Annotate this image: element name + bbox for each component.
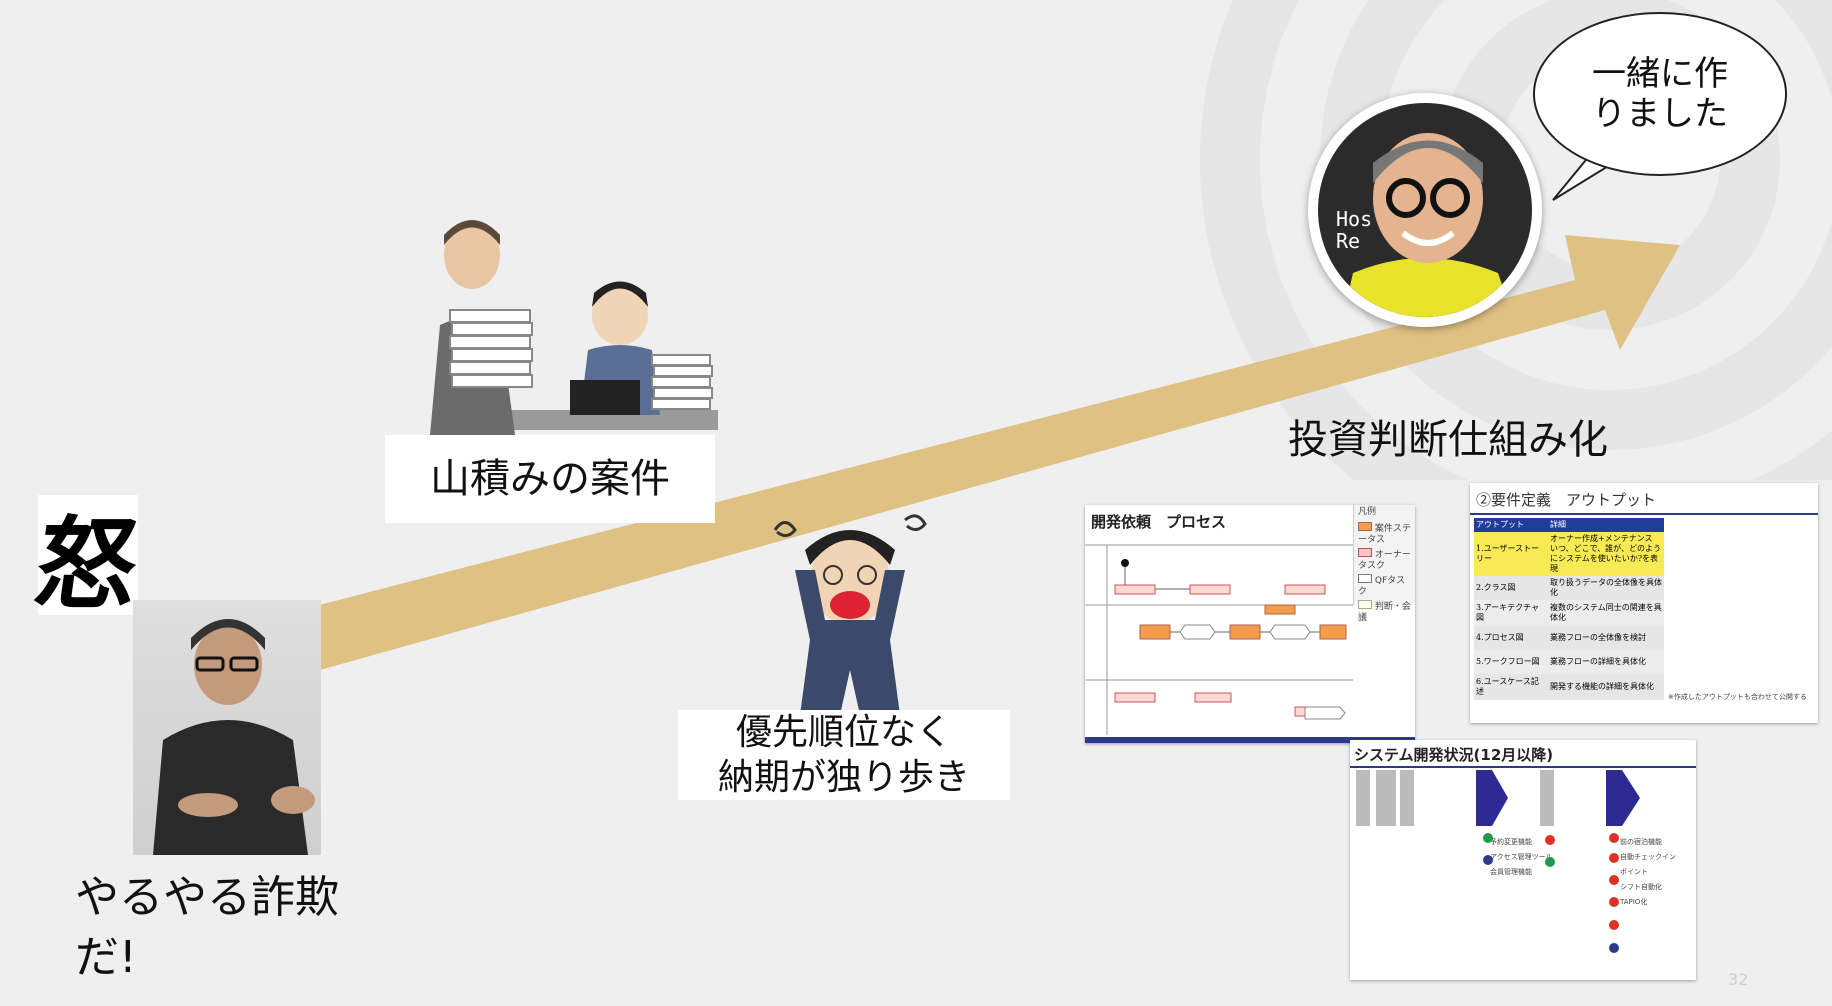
status-columns [1356,770,1640,826]
status-card-title: システム開発状況(12月以降) [1354,746,1554,764]
process-card: 開発依頼 プロセス 凡例 案件ステータス オーナータスク QFタスク 判断・会議 [1085,505,1415,743]
person-photo-right-inner: Hos Re [1318,103,1532,317]
requirements-card: ②要件定義 アウトプット アウトプット詳細 1.ユーザーストーリーオーナー作成+… [1470,483,1818,723]
requirements-table: アウトプット詳細 1.ユーザーストーリーオーナー作成+メンテナンス いつ、どこで… [1474,518,1664,700]
legend-item-3: 判断・会議 [1358,600,1411,623]
requirements-card-title: ②要件定義 アウトプット [1476,491,1657,509]
yamazumi-label: 山積みの案件 [385,435,715,523]
confused-person-illustration [773,514,927,715]
process-flow-diagram [1085,544,1353,735]
process-card-title: 開発依頼 プロセス [1091,513,1227,531]
legend-item-1: オーナータスク [1358,548,1411,571]
investment-label: 投資判断仕組み化 [1288,417,1608,463]
workload-illustration [430,220,718,435]
speech-bubble: 一緒に作 りました [1533,12,1787,176]
status-markers [1483,833,1619,953]
priority-line2: 納期が独り歩き [717,757,970,798]
person-photo-left [133,600,321,855]
status-items-right: 前の宿泊機能 自動チェックイン ポイント シフト自動化 TAPIO化 [1620,838,1676,906]
status-items: 予約変更機能 アクセス管理ツール 会員管理機能 [1490,838,1553,876]
page-number: 32 [1728,970,1749,989]
requirements-note: ※作成したアウトプットも合わせて公開する [1668,693,1807,701]
shirt-text: Hos Re [1336,207,1373,253]
priority-label: 優先順位なく 納期が独り歩き [678,710,1010,800]
legend-item-2: QFタスク [1358,574,1406,597]
legend-item-0: 案件ステータス [1358,522,1411,545]
growth-arrow [300,235,1680,670]
process-legend: 凡例 案件ステータス オーナータスク QFタスク 判断・会議 [1353,505,1415,623]
status-card: システム開発状況(12月以降) 予約変更機能 アクセス管理ツール 会員管理機能 … [1350,740,1696,980]
priority-line1: 優先順位なく [735,712,952,753]
anger-kanji: 怒 [28,504,146,623]
fraud-label: やるやる詐欺だ! [75,872,339,983]
anger-kanji-image: 怒 [29,495,145,623]
